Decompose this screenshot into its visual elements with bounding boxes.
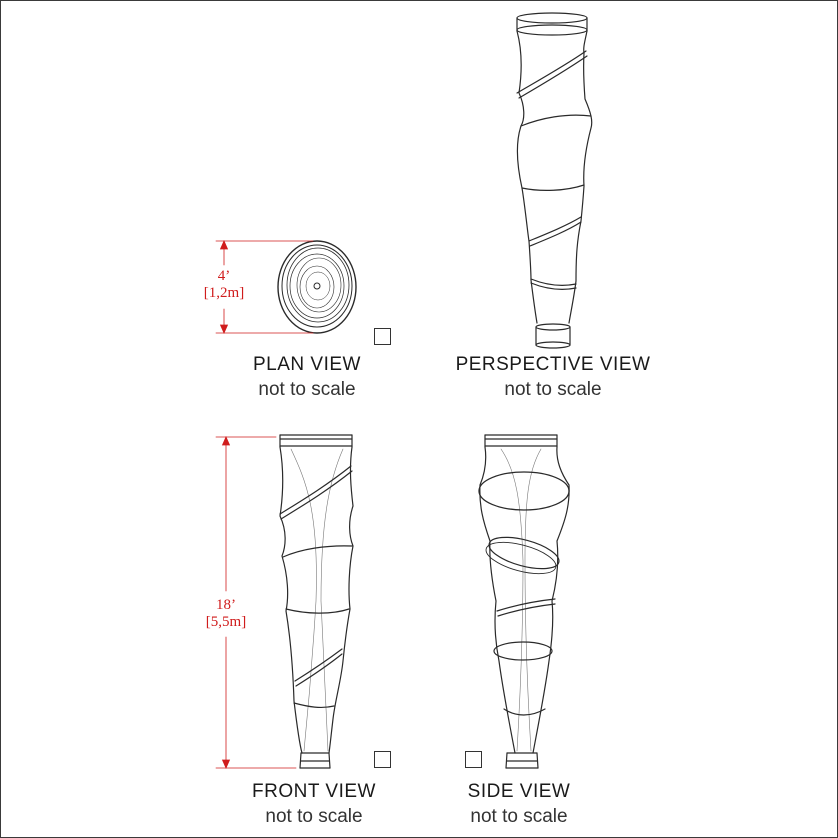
side-view-checkbox[interactable]	[465, 751, 482, 768]
front-view-scale: not to scale	[265, 806, 363, 827]
plan-dimension-label: 4’ [1,2m]	[189, 268, 259, 302]
front-dimension-label: 18’ [5,5m]	[191, 597, 261, 631]
front-dimension-imperial: 18’	[216, 597, 236, 613]
side-view-title: SIDE VIEW	[467, 781, 571, 802]
plan-view-title: PLAN VIEW	[253, 354, 361, 375]
plan-view-drawing	[277, 240, 357, 334]
front-dimension-metric: [5,5m]	[205, 614, 247, 630]
front-view-drawing	[279, 434, 354, 769]
plan-view-checkbox[interactable]	[374, 328, 391, 345]
plan-dimension-metric: [1,2m]	[203, 285, 245, 301]
perspective-view-label: PERSPECTIVE VIEW not to scale	[453, 353, 653, 403]
side-view-label: SIDE VIEW not to scale	[419, 780, 619, 830]
front-view-checkbox[interactable]	[374, 751, 391, 768]
front-dimension-line	[215, 436, 297, 769]
plan-view-scale: not to scale	[258, 379, 356, 400]
front-view-title: FRONT VIEW	[252, 781, 376, 802]
plan-dimension-line	[215, 240, 314, 334]
front-view-label: FRONT VIEW not to scale	[214, 780, 414, 830]
plan-dimension-imperial: 4’	[217, 268, 231, 284]
side-view-drawing	[478, 434, 570, 769]
perspective-view-drawing	[516, 12, 593, 349]
perspective-view-title: PERSPECTIVE VIEW	[455, 354, 651, 375]
side-view-scale: not to scale	[470, 806, 568, 827]
perspective-view-scale: not to scale	[504, 379, 602, 400]
plan-view-label: PLAN VIEW not to scale	[207, 353, 407, 403]
